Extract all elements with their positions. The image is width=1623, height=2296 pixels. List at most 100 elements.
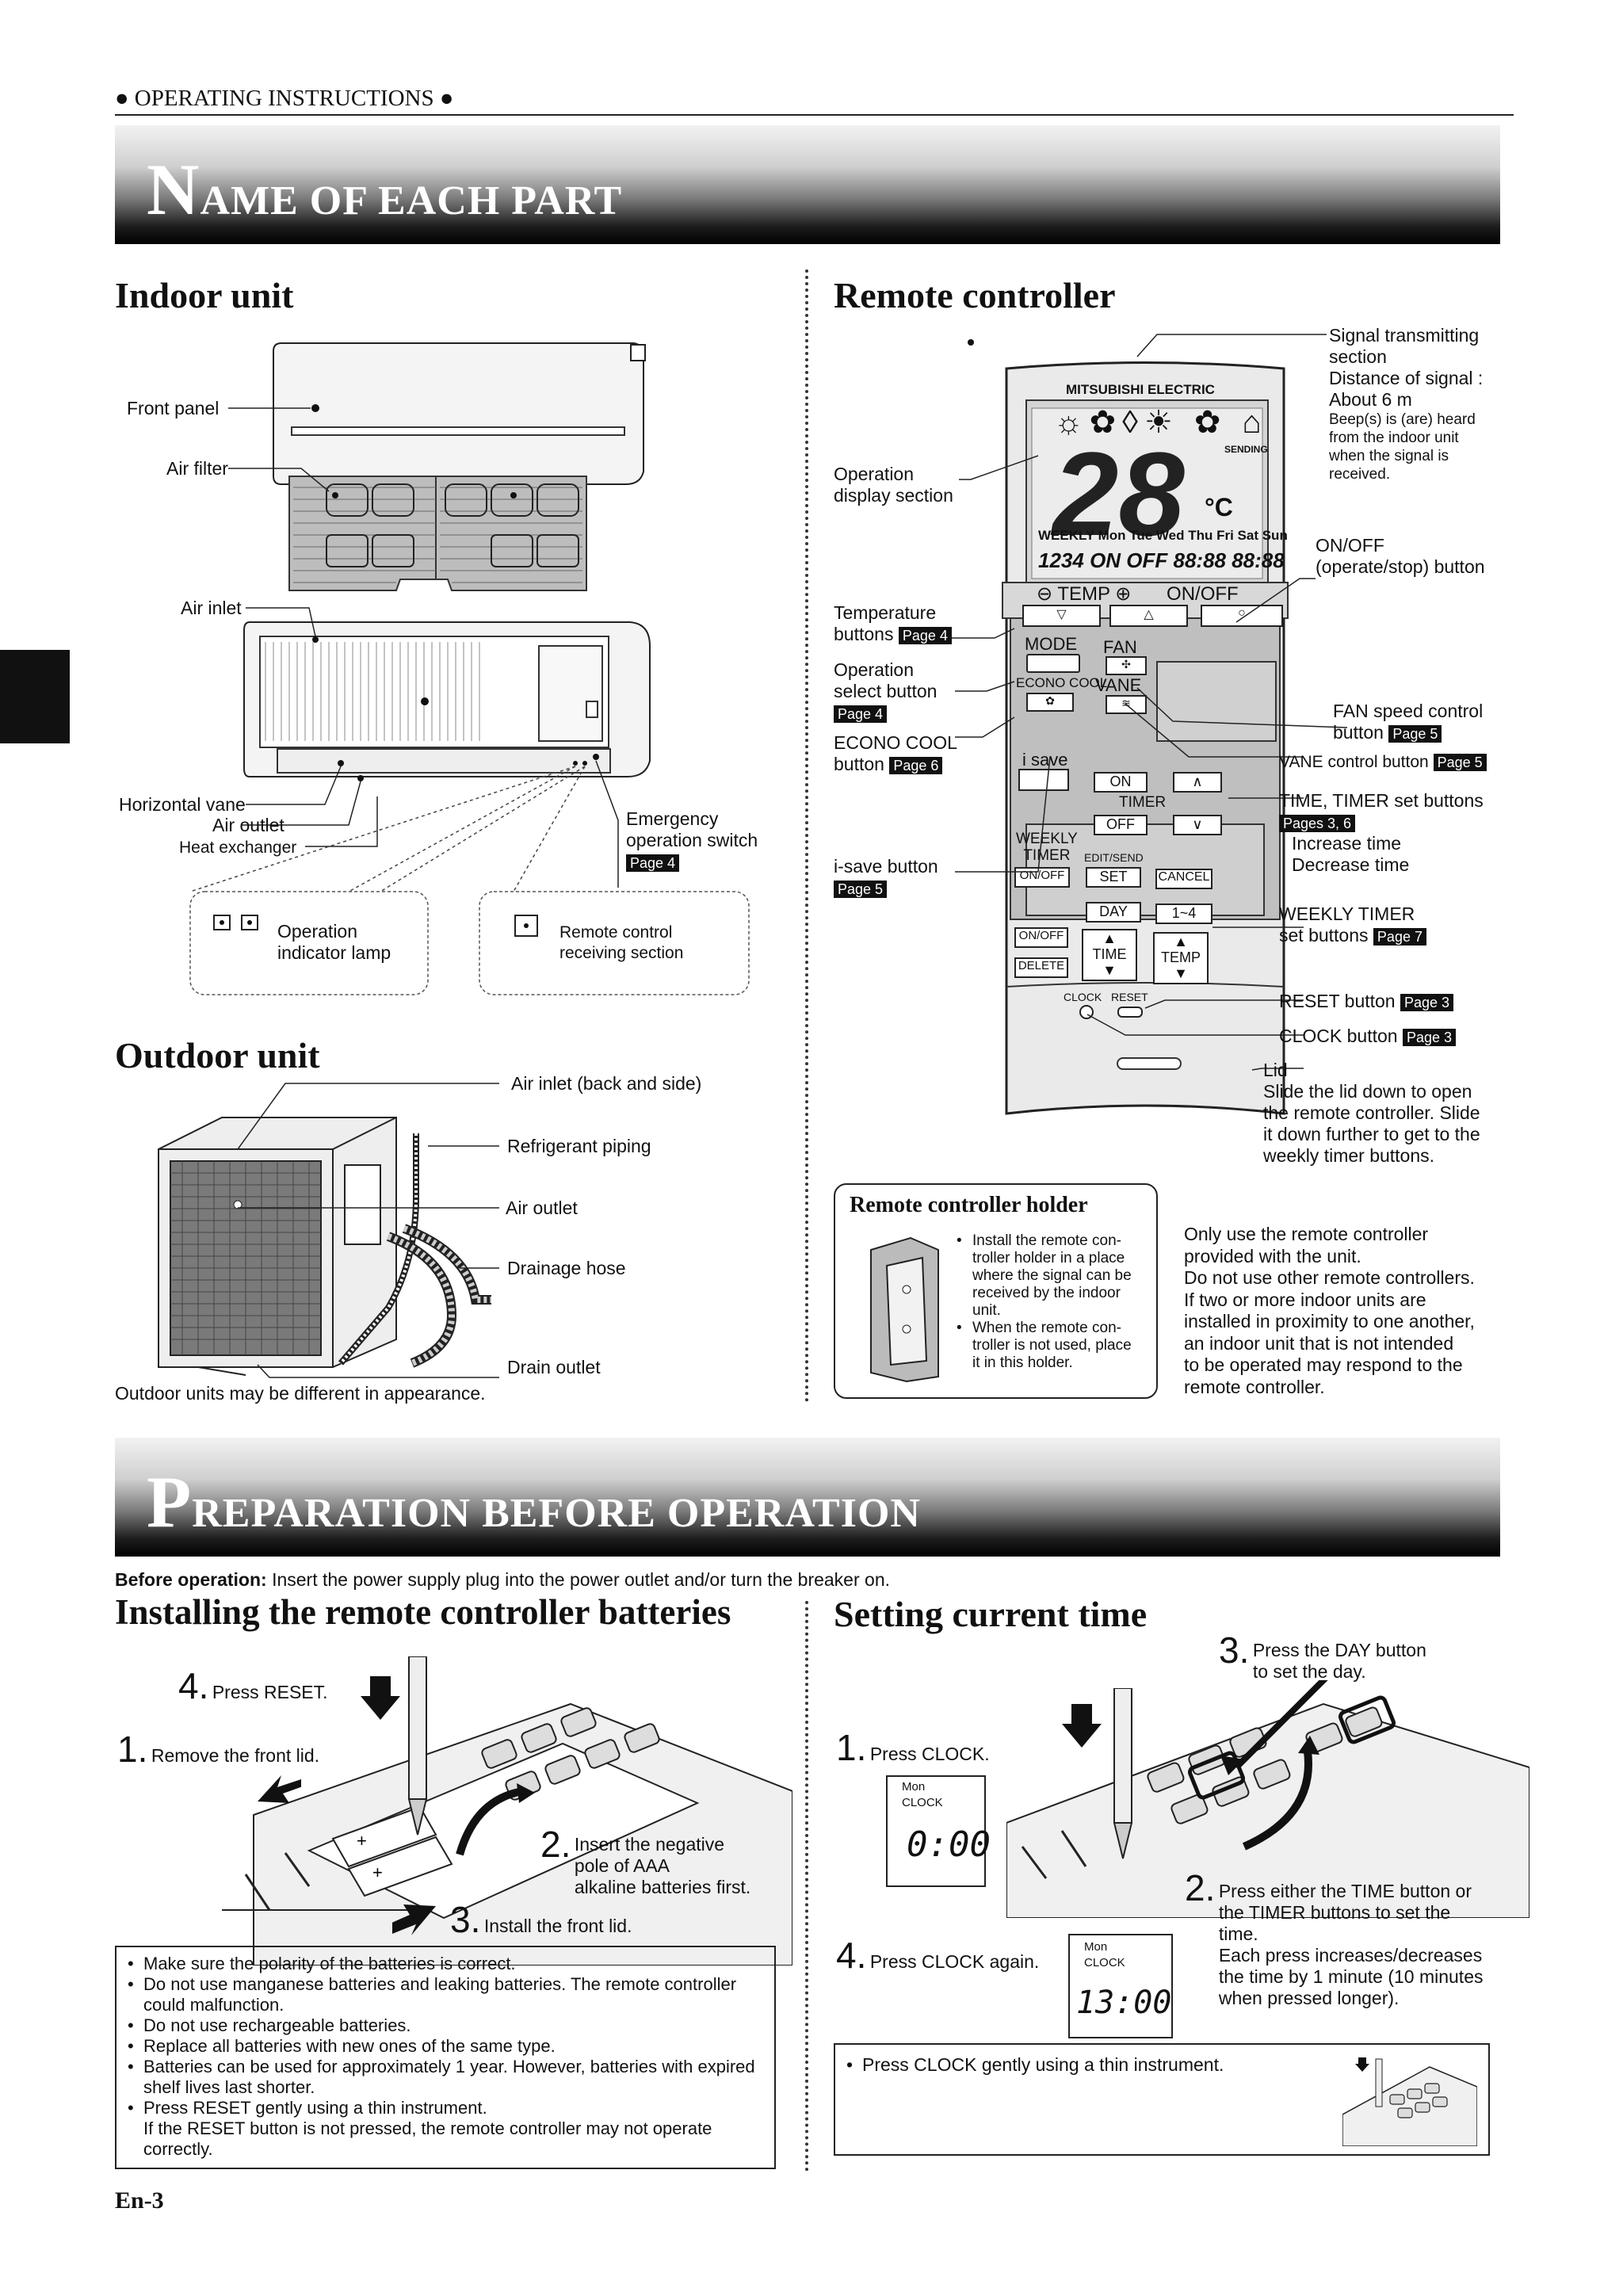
label-operation-select: Operation select button Page 4 bbox=[834, 659, 938, 723]
lcd-clock-label: CLOCK bbox=[902, 1796, 943, 1809]
outdoor-note: Outdoor units may be different in appear… bbox=[115, 1383, 486, 1404]
clock-note-box: Press CLOCK gently using a thin instrume… bbox=[834, 2043, 1490, 2156]
isave-label: i save bbox=[1022, 750, 1068, 770]
temp-2-button[interactable]: ▲TEMP▼ bbox=[1153, 932, 1209, 984]
label-front-panel: Front panel bbox=[127, 398, 220, 418]
fan-button[interactable]: ✣ bbox=[1106, 656, 1147, 675]
battery-note: Press RESET gently using a thin instrume… bbox=[121, 2098, 763, 2160]
time-button[interactable]: ▲TIME▼ bbox=[1082, 929, 1137, 981]
battery-step-1: 1. Remove the front lid. bbox=[117, 1729, 320, 1770]
onoff-button[interactable]: ○ bbox=[1201, 605, 1283, 627]
onoff-label: ON/OFF bbox=[1167, 583, 1239, 605]
reset-label: RESET bbox=[1111, 991, 1148, 1003]
clock-press-arrow-icon bbox=[1062, 1704, 1102, 1748]
battery-note: Do not use manganese batteries and leaki… bbox=[121, 1974, 763, 2015]
pen-instrument bbox=[407, 1656, 428, 1836]
clock-step-4: 4. Press CLOCK again. bbox=[836, 1935, 1040, 1976]
label-reset-button: RESET button Page 3 bbox=[1279, 991, 1454, 1012]
lcd-time: 13:00 bbox=[1076, 1985, 1172, 2021]
outdoor-leaders bbox=[238, 1083, 499, 1378]
label-remote-receiving-section: Remote control receiving section bbox=[559, 923, 684, 962]
clock-illustration bbox=[1006, 1680, 1529, 1918]
label-econo-cool: ECONO COOL button Page 6 bbox=[834, 732, 957, 774]
delete-button[interactable]: DELETE bbox=[1014, 957, 1068, 978]
time-down-button[interactable]: ∨ bbox=[1173, 815, 1222, 835]
battery-illustration: + + bbox=[222, 1702, 792, 1966]
header-rule bbox=[115, 114, 1514, 116]
page-ref: Page 4 bbox=[626, 854, 680, 872]
page-number: En-3 bbox=[115, 2187, 164, 2214]
econo-cool-button[interactable]: ✿ bbox=[1026, 693, 1074, 712]
label-signal-transmitting: Signal transmitting section Distance of … bbox=[1329, 325, 1484, 483]
running-title: ● OPERATING INSTRUCTIONS ● bbox=[115, 86, 454, 111]
temp-down-button[interactable]: ▽ bbox=[1022, 605, 1101, 627]
cancel-button[interactable]: CANCEL bbox=[1155, 869, 1212, 889]
outdoor-unit-heading: Outdoor unit bbox=[115, 1035, 320, 1075]
label-temperature-buttons: Temperature buttons Page 4 bbox=[834, 602, 952, 645]
label-air-filter: Air filter bbox=[166, 458, 228, 479]
label-onoff-button: ON/OFF(operate/stop) button bbox=[1316, 535, 1485, 577]
outdoor-unit-diagram bbox=[158, 1117, 491, 1376]
plus-icon[interactable]: ⊕ bbox=[1115, 583, 1132, 605]
lcd-day: Mon bbox=[1084, 1940, 1108, 1954]
remote-usage-note: Only use the remote controller provided … bbox=[1184, 1224, 1475, 1397]
day-button[interactable]: DAY bbox=[1086, 902, 1141, 923]
remote-holder-box: Remote controller holder Install the rem… bbox=[834, 1183, 1158, 1399]
indoor-unit-diagram bbox=[189, 342, 750, 995]
set-button[interactable]: SET bbox=[1086, 867, 1141, 888]
holder-item: When the remote con- troller is not used… bbox=[950, 1320, 1148, 1372]
section-title: PREPARATION BEFORE OPERATION bbox=[147, 1461, 921, 1542]
timer-on-button[interactable]: ON bbox=[1094, 772, 1148, 793]
label-heat-exchanger: Heat exchanger bbox=[179, 839, 297, 857]
label-air-inlet: Air inlet bbox=[181, 598, 242, 618]
svg-text:+: + bbox=[357, 1831, 367, 1851]
battery-note: Make sure the polarity of the batteries … bbox=[121, 1954, 763, 1974]
temp-buttons-row: ▽ △ ○ bbox=[1022, 605, 1292, 627]
time-up-button[interactable]: ∧ bbox=[1173, 772, 1222, 793]
clock-note: Press CLOCK gently using a thin instrume… bbox=[840, 2054, 1224, 2076]
timer-label: TIMER bbox=[1119, 794, 1167, 811]
label-emergency-switch: Emergency operation switch Page 4 bbox=[626, 808, 758, 872]
mode-icons: ☼✿◊☀ ✿ ⌂ bbox=[1054, 405, 1268, 440]
remove-arrow-icon bbox=[258, 1775, 301, 1803]
label-outdoor-air-outlet: Air outlet bbox=[506, 1198, 578, 1218]
mode-button[interactable] bbox=[1026, 654, 1080, 673]
clock-note-list: Press CLOCK gently using a thin instrume… bbox=[840, 2054, 1224, 2076]
remote-brand-logo: MITSUBISHI ELECTRIC bbox=[1066, 382, 1215, 397]
clock-lcd-step1: Mon CLOCK 0:00 bbox=[886, 1775, 991, 1887]
display-days: WEEKLY Mon Tue Wed Thu Fri Sat Sun bbox=[1038, 528, 1288, 543]
vane-label: VANE bbox=[1095, 675, 1142, 695]
svg-text:+: + bbox=[372, 1862, 383, 1882]
install-arrow-icon bbox=[392, 1904, 436, 1935]
display-unit: °C bbox=[1205, 493, 1233, 521]
remote-controller-heading: Remote controller bbox=[834, 275, 1116, 315]
clock-heading: Setting current time bbox=[834, 1594, 1148, 1634]
timer-off-button[interactable]: OFF bbox=[1094, 815, 1148, 835]
battery-note: Do not use rechargeable batteries. bbox=[121, 2015, 763, 2036]
one-four-button[interactable]: 1~4 bbox=[1155, 904, 1212, 924]
clock-note-illustration bbox=[1342, 2057, 1477, 2146]
before-operation-note: Before operation: Insert the power suppl… bbox=[115, 1569, 890, 1590]
display-sending: SENDING bbox=[1224, 444, 1268, 455]
lcd-clock-label: CLOCK bbox=[1084, 1956, 1125, 1969]
fan-label: FAN bbox=[1103, 637, 1137, 657]
label-weekly-timer: WEEKLY TIMER set buttons Page 7 bbox=[1279, 904, 1426, 946]
reset-button[interactable] bbox=[1117, 1007, 1143, 1018]
remote-leaders bbox=[951, 334, 1348, 1071]
label-vane-control: VANE control button Page 5 bbox=[1279, 751, 1487, 773]
onoff-2-button[interactable]: ON/OFF bbox=[1014, 927, 1068, 948]
column-divider-2 bbox=[805, 1601, 808, 2172]
isave-button[interactable] bbox=[1018, 769, 1069, 791]
label-clock-button: CLOCK button Page 3 bbox=[1279, 1026, 1457, 1047]
lcd-time: 0:00 bbox=[907, 1824, 991, 1865]
minus-icon[interactable]: ⊖ bbox=[1037, 583, 1053, 605]
label-drain-outlet: Drain outlet bbox=[507, 1357, 601, 1377]
clock-label: CLOCK bbox=[1064, 991, 1102, 1003]
clock-pen-instrument bbox=[1113, 1688, 1133, 1859]
label-outdoor-air-inlet: Air inlet (back and side) bbox=[511, 1073, 702, 1094]
temp-up-button[interactable]: △ bbox=[1109, 605, 1188, 627]
label-fan-speed: FAN speed control button Page 5 bbox=[1333, 701, 1484, 743]
battery-note: Batteries can be used for approximately … bbox=[121, 2057, 763, 2098]
